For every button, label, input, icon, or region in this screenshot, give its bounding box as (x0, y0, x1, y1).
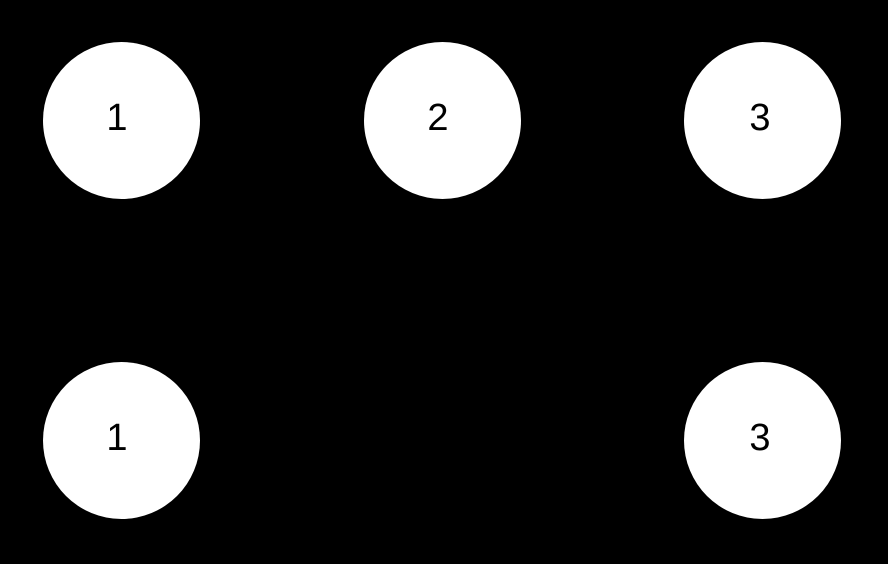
graph-node-label: 1 (106, 97, 128, 139)
graph-node-circle[interactable] (683, 361, 841, 519)
graph-node-circle[interactable] (363, 41, 521, 199)
graph-node-label: 1 (106, 417, 128, 459)
graph-node-label: 3 (749, 417, 771, 459)
graph-node-label: 3 (749, 97, 771, 139)
graph-node-label: 2 (427, 97, 449, 139)
graph-node-circle[interactable] (42, 361, 200, 519)
graph-node-circle[interactable] (42, 41, 200, 199)
graph-node-circle[interactable] (683, 41, 841, 199)
